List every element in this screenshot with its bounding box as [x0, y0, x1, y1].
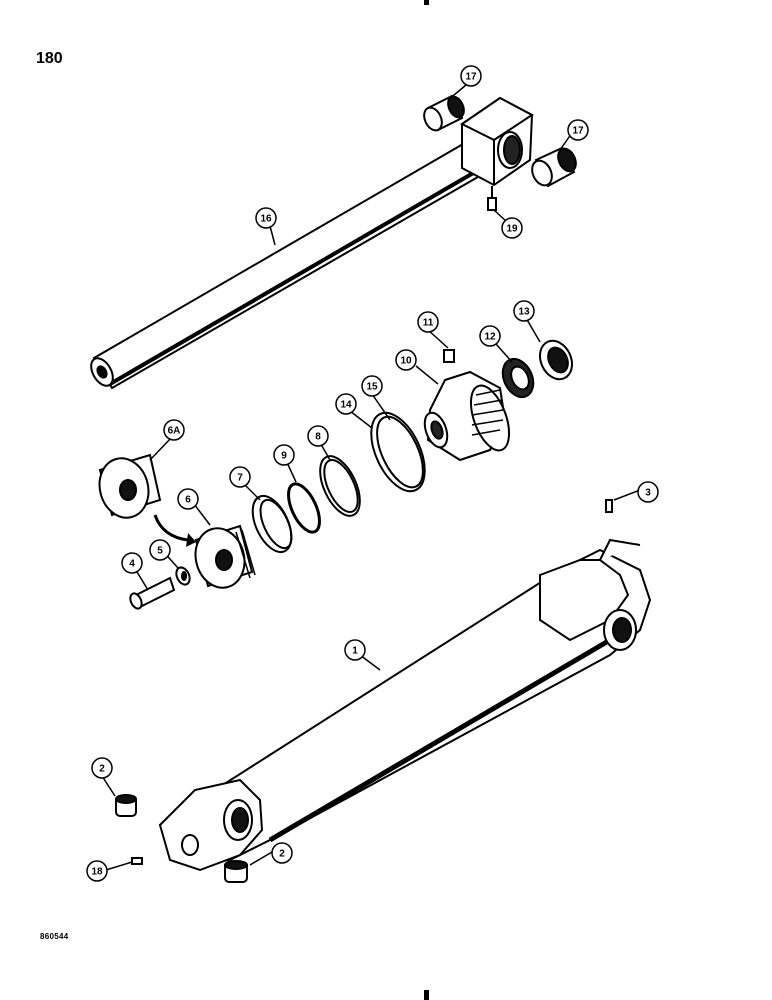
callout-label: 15: [366, 382, 378, 393]
callout-label: 5: [157, 546, 163, 557]
callout-grease-fitting: 18: [86, 860, 108, 882]
callout-circle: [361, 375, 383, 397]
backup-ring-15: [370, 411, 426, 493]
callout-label: 7: [237, 473, 243, 484]
cylinder-head-10: [423, 349, 511, 462]
arrow-head: [186, 533, 196, 547]
callout-label: 17: [465, 72, 477, 83]
callout-label: 18: [91, 867, 103, 878]
callout-backup-ring: 15: [361, 375, 383, 397]
piston-6: [194, 524, 256, 589]
callout-plug: 11: [417, 311, 439, 333]
bolt-4: [129, 576, 176, 610]
callout-label: 1: [352, 646, 358, 657]
callout-circle: [637, 481, 659, 503]
callout-label: 17: [572, 126, 584, 137]
callout-circle: [479, 325, 501, 347]
callout-circle: [163, 419, 185, 441]
callout-circle: [395, 349, 417, 371]
callout-label: 3: [645, 488, 651, 499]
callout-o-ring: 14: [335, 393, 357, 415]
o-ring-9: [287, 482, 321, 534]
grease-fitting-3: [605, 499, 613, 513]
figure-code: 860544: [40, 932, 69, 941]
backup-ring-8: [319, 455, 361, 517]
callout-label: 4: [129, 559, 135, 570]
callout-circle: [271, 842, 293, 864]
callout-wiper-seal: 13: [513, 300, 535, 322]
callout-grease-fitting: 19: [501, 217, 523, 239]
arrow-6a-to-6: [153, 514, 189, 542]
callout-label: 6: [185, 495, 191, 506]
callout-label: 8: [315, 432, 321, 443]
callout-circle: [307, 425, 329, 447]
callout-circle: [177, 488, 199, 510]
callout-label: 19: [506, 224, 518, 235]
callout-label: 13: [518, 307, 530, 318]
callout-bolt: 4: [121, 552, 143, 574]
callout-washer: 5: [149, 539, 171, 561]
wear-ring-7: [251, 494, 293, 554]
callout-bushing: 2: [91, 757, 113, 779]
wiper-seal-13: [538, 339, 574, 381]
callout-circle: [121, 552, 143, 574]
callout-circle: [149, 539, 171, 561]
callout-circle: [229, 466, 251, 488]
grease-fitting-18: [131, 857, 143, 865]
callout-label: 11: [423, 318, 434, 329]
callout-circle: [501, 217, 523, 239]
callout-backup-ring: 8: [307, 425, 329, 447]
piston-6a: [98, 453, 162, 519]
callout-label: 14: [340, 400, 352, 411]
callout-piston-alternate: 6A: [163, 419, 185, 441]
callout-cylinder-tube: 1: [344, 639, 366, 661]
callout-grease-fitting: 3: [637, 481, 659, 503]
callout-label: 2: [99, 764, 105, 775]
callout-label: 2: [279, 849, 285, 860]
cylinder-tube-1: [158, 538, 652, 872]
washer-5: [175, 566, 191, 586]
bushing-17-left: [423, 94, 465, 132]
callout-label: 10: [400, 356, 412, 367]
callout-circle: [417, 311, 439, 333]
scan-mark: [424, 0, 429, 5]
callout-circle: [335, 393, 357, 415]
callout-bushing: 17: [567, 119, 589, 141]
callout-rod-seal: 12: [479, 325, 501, 347]
callout-circle: [86, 860, 108, 882]
callout-label: 12: [484, 332, 496, 343]
callout-piston: 6: [177, 488, 199, 510]
callout-piston-rod: 16: [255, 207, 277, 229]
callout-cylinder-head: 10: [395, 349, 417, 371]
callout-circle: [344, 639, 366, 661]
rod-seal-12: [501, 357, 535, 399]
bushing-2-lower: [224, 860, 248, 883]
callout-circle: [513, 300, 535, 322]
bushing-17-right: [531, 146, 577, 188]
callout-label: 6A: [168, 426, 181, 437]
piston-rod-16: [90, 96, 534, 390]
scan-mark-bottom: [424, 990, 429, 1000]
callout-circle: [567, 119, 589, 141]
callout-label: 9: [281, 451, 287, 462]
callout-o-ring: 9: [273, 444, 295, 466]
callout-wear-ring: 7: [229, 466, 251, 488]
bushing-2-upper: [115, 794, 137, 817]
page-number: 180: [36, 50, 63, 67]
callout-circle: [91, 757, 113, 779]
callout-label: 16: [260, 214, 272, 225]
callout-bushing: 2: [271, 842, 293, 864]
callout-circle: [255, 207, 277, 229]
callout-bushing: 17: [460, 65, 482, 87]
callout-circle: [273, 444, 295, 466]
callout-circle: [460, 65, 482, 87]
